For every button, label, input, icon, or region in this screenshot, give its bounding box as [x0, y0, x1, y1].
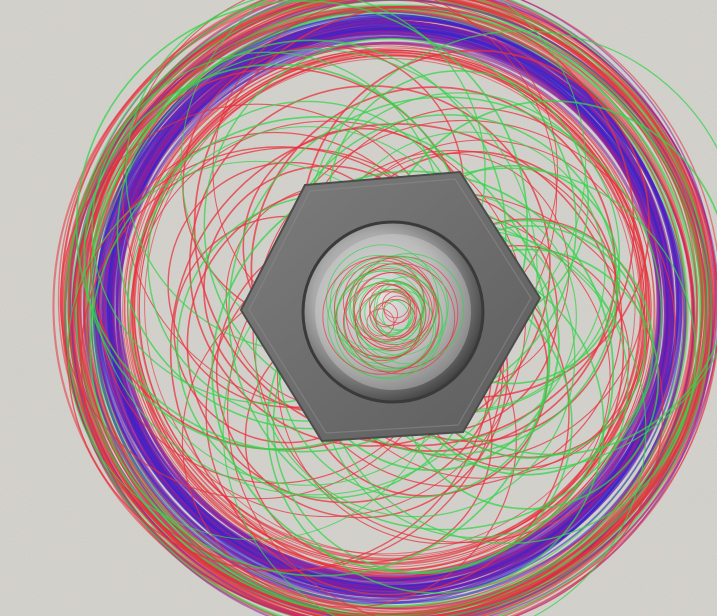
center-loop: [352, 280, 424, 352]
center-loop: [327, 263, 443, 379]
center-loop: [382, 299, 414, 332]
orbit-ring: [137, 49, 648, 560]
center-loop: [358, 279, 423, 344]
orbit-loop: [116, 39, 507, 430]
center-loop: [375, 298, 416, 340]
center-loop: [334, 255, 437, 359]
orbit-ring: [104, 20, 673, 593]
orbit-ring: [69, 0, 717, 616]
orbit-loop: [89, 116, 550, 577]
center-loop: [364, 288, 412, 337]
center-loop: [322, 257, 440, 375]
center-loop: [333, 269, 444, 380]
center-loop: [336, 270, 426, 360]
orbit-loop: [75, 0, 529, 453]
orbit-loop: [228, 96, 663, 531]
orbit-ring: [84, 0, 717, 613]
center-loop: [348, 255, 449, 356]
orbit-ring: [64, 0, 713, 616]
center-orbit-burst: [322, 244, 465, 380]
center-loop: [368, 283, 412, 326]
center-loop: [353, 271, 433, 351]
orbit-ring: [52, 0, 704, 616]
center-loop: [369, 289, 418, 338]
orbit-loop: [211, 170, 614, 574]
orbit-ring: [68, 0, 717, 616]
orbit-ring: [82, 0, 717, 616]
center-loop: [343, 262, 456, 375]
center-loop: [342, 260, 425, 343]
orbit-ring: [144, 52, 648, 557]
nut-hole: [303, 222, 483, 402]
orbit-ring: [101, 35, 667, 598]
center-loop: [373, 276, 438, 341]
